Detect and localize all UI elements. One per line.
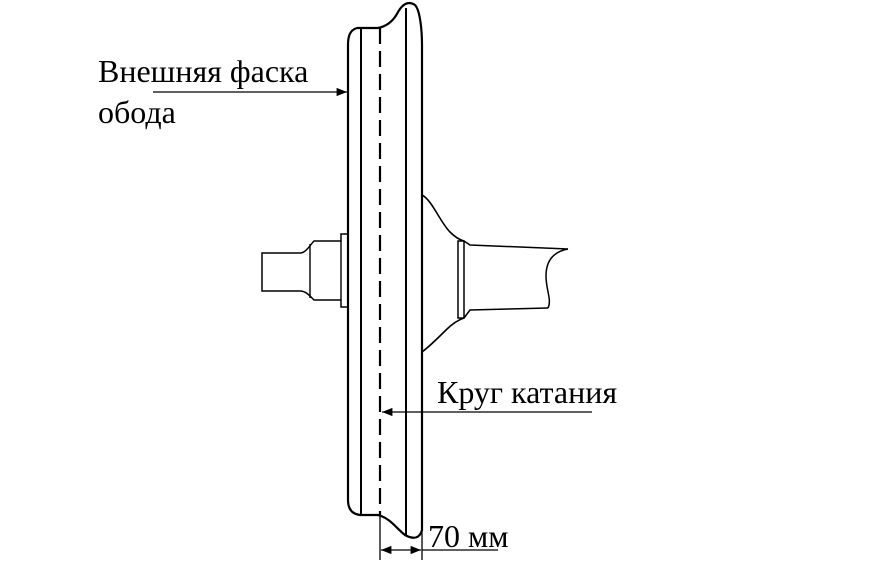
wheel-web-curve <box>421 194 465 353</box>
axle-break-line <box>545 248 569 309</box>
wheel-rim-outline <box>346 1 424 539</box>
rim-chamfer-label-line2: обода <box>98 94 176 130</box>
axle-body <box>457 240 569 319</box>
axle-journal <box>261 233 349 308</box>
rim-chamfer-label-line1: Внешняя фаска <box>98 53 309 89</box>
rolling-circle-label: Круг катания <box>437 374 618 410</box>
dimension-label: 70 мм <box>428 518 509 554</box>
